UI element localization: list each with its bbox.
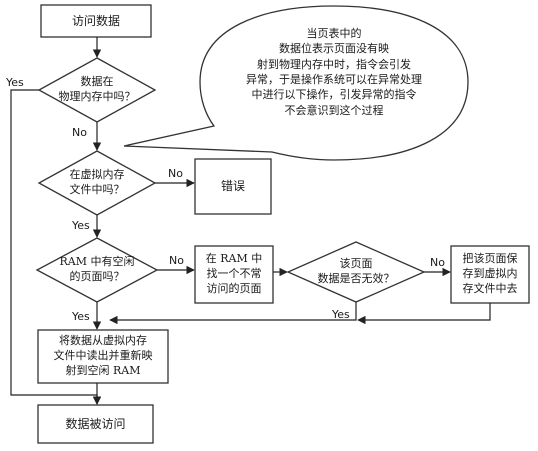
start-label: 访问数据 — [41, 5, 151, 37]
end-box — [37, 404, 154, 444]
error-label: 错误 — [195, 159, 271, 214]
text-line: 该页面 — [339, 257, 373, 271]
start-box — [40, 4, 152, 38]
text-line: 的页面吗？ — [69, 270, 125, 283]
vfile-no-label: No — [168, 167, 183, 180]
physical-no-label: No — [72, 126, 87, 139]
free-page-question: RAM 中有空闲的页面吗？ — [42, 250, 152, 290]
dirty-no-label: No — [430, 256, 445, 269]
text-line: 错误 — [220, 179, 245, 194]
text-line: 数据是否无效？ — [317, 272, 395, 285]
save-page-label: 把该页面保存到虚拟内存文件中去 — [451, 246, 529, 303]
text-line: 在 RAM 中 — [205, 252, 263, 266]
dirty-page-question: 该页面数据是否无效？ — [296, 254, 416, 290]
edge-dirty-yes — [109, 302, 357, 325]
load-box — [37, 329, 169, 384]
find-page-box — [194, 245, 274, 304]
text-line: 文件中读出并重新映 — [53, 349, 153, 363]
text-line: 数据在 — [80, 75, 114, 89]
callout-text: 当页表中的数据位表示页面没有映射到物理内存中时，指令会引发异常，于是操作系统可以… — [208, 12, 460, 132]
vfile-yes-label: Yes — [72, 219, 90, 232]
callout-bubble — [123, 5, 469, 161]
text-line: 射到空闲 RAM — [65, 363, 141, 377]
text-line: 文件中吗？ — [69, 183, 125, 196]
text-line: 中进行以下操作，引发异常的指令 — [251, 88, 417, 102]
text-line: 存到虚拟内 — [462, 267, 518, 281]
free-no-label: No — [169, 254, 184, 267]
text-line: 数据被访问 — [65, 416, 126, 431]
text-line: RAM 中有空闲 — [59, 255, 135, 269]
free-yes-label: Yes — [72, 310, 90, 323]
virtual-file-question: 在虚拟内存文件中吗？ — [45, 163, 149, 203]
text-line: 把该页面保 — [462, 252, 518, 266]
dirty-yes-label: Yes — [332, 308, 350, 321]
physical-memory-question: 数据在物理内存中吗？ — [45, 70, 149, 110]
text-line: 将数据从虚拟内存 — [59, 334, 147, 348]
load-label: 将数据从虚拟内存文件中读出并重新映射到空闲 RAM — [38, 330, 168, 383]
text-line: 访问的页面 — [206, 281, 262, 295]
error-box — [194, 158, 272, 215]
text-line: 当页表中的 — [306, 26, 362, 40]
text-line: 物理内存中吗？ — [58, 90, 136, 103]
save-page-box — [450, 245, 530, 304]
text-line: 数据位表示页面没有映 — [279, 42, 389, 56]
end-label: 数据被访问 — [38, 405, 153, 443]
text-line: 存文件中去 — [462, 281, 518, 295]
edge-save-return — [357, 303, 491, 325]
text-line: 在虚拟内存 — [69, 168, 125, 182]
text-line: 不会意识到这个过程 — [284, 103, 384, 117]
physical-yes-label: Yes — [6, 76, 24, 89]
text-line: 找一个不常 — [206, 267, 262, 281]
find-page-label: 在 RAM 中找一个不常访问的页面 — [195, 246, 273, 303]
text-line: 访问数据 — [71, 13, 120, 28]
text-line: 异常，于是操作系统可以在异常处理 — [246, 73, 422, 86]
text-line: 射到物理内存中时，指令会引发 — [257, 57, 411, 71]
